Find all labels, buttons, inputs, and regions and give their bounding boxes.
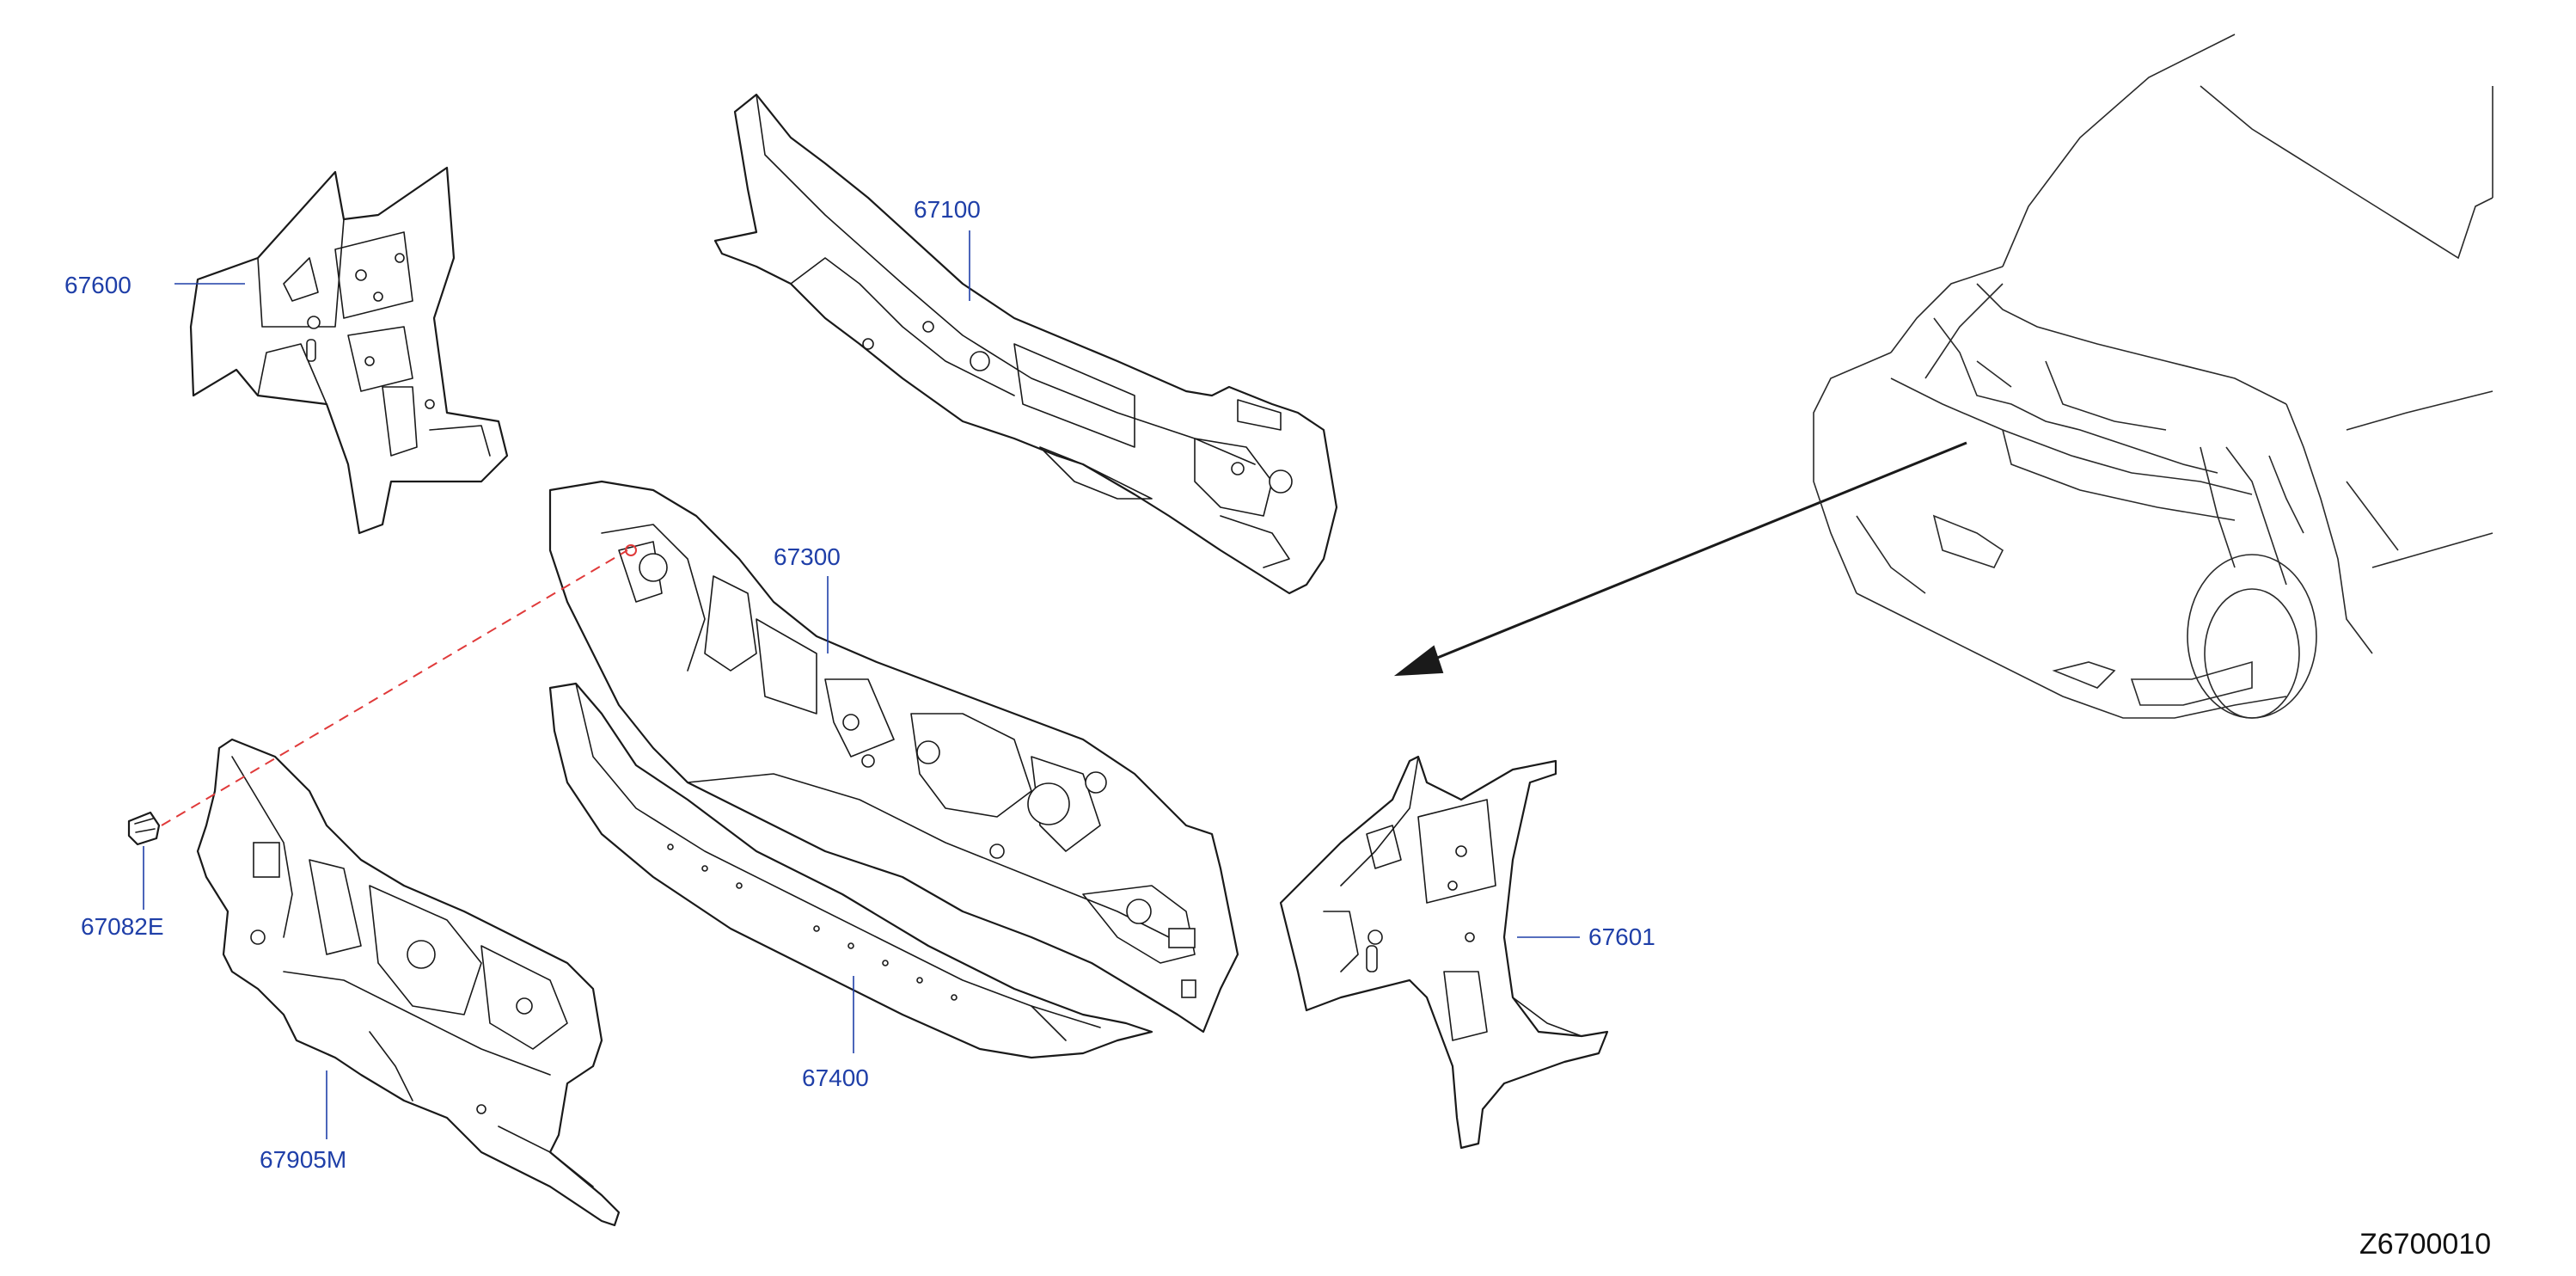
part-label-67601[interactable]: 67601 (1588, 923, 1655, 950)
clip-link-dashed-line (161, 549, 628, 826)
clip-link-target-circle (625, 544, 637, 556)
part-label-67100[interactable]: 67100 (914, 196, 981, 223)
locator-arrow (1393, 441, 1967, 677)
part-label-67082E[interactable]: 67082E (81, 913, 164, 940)
part-67100-drawing (713, 93, 1338, 595)
diagram-code: Z6700010 (2359, 1228, 2492, 1261)
vehicle-locator-view (1813, 34, 2493, 719)
part-67400-drawing (548, 682, 1153, 1059)
part-67082E-drawing (127, 811, 161, 846)
part-label-67400[interactable]: 67400 (802, 1064, 869, 1091)
part-label-67300[interactable]: 67300 (774, 543, 841, 570)
part-label-67600[interactable]: 67600 (64, 272, 132, 298)
part-67300-drawing (548, 480, 1239, 1034)
part-67905M-drawing (196, 738, 621, 1227)
part-label-67905M[interactable]: 67905M (260, 1146, 347, 1173)
part-67601-drawing (1279, 755, 1609, 1150)
part-67600-drawing (189, 166, 509, 535)
